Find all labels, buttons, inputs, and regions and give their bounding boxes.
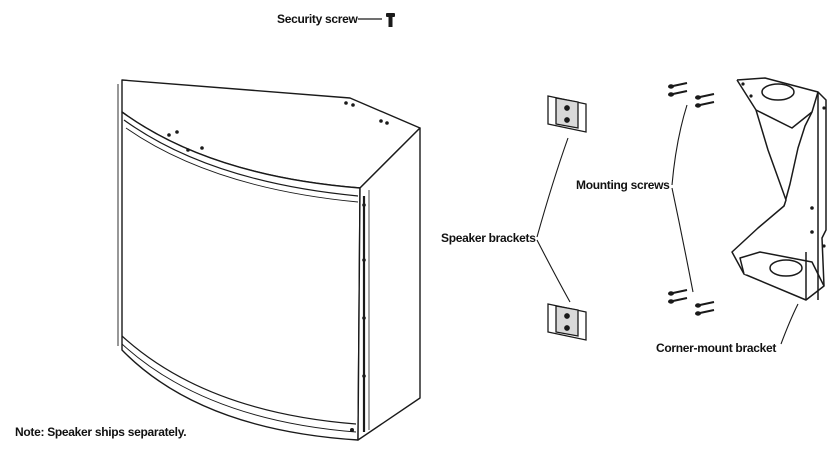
enclosure-holes [167,101,389,432]
note-text: Note: Speaker ships separately. [15,425,187,439]
leader-corner-bracket [780,303,799,345]
speaker-enclosure-illustration [117,79,421,441]
leader-lines [536,104,799,345]
leader-screws-bottom [671,187,694,293]
speaker-brackets-label: Speaker brackets [441,231,536,245]
speaker-bracket-top-icon [547,95,587,133]
corner-mount-bracket-label: Corner-mount bracket [656,341,777,355]
leader-screws-top [671,104,688,186]
mounting-screws-top-icon [667,82,715,109]
security-screw-icon [358,13,395,27]
mounting-screws-label: Mounting screws [576,178,670,192]
bracket-holes [741,82,826,248]
leader-bracket-top [536,137,569,238]
mounting-screws-bottom-icon [667,289,715,317]
security-screw-label: Security screw [277,12,358,26]
leader-bracket-bottom [536,239,571,303]
speaker-bracket-bottom-icon [547,303,587,341]
corner-mount-bracket-icon [731,77,827,301]
